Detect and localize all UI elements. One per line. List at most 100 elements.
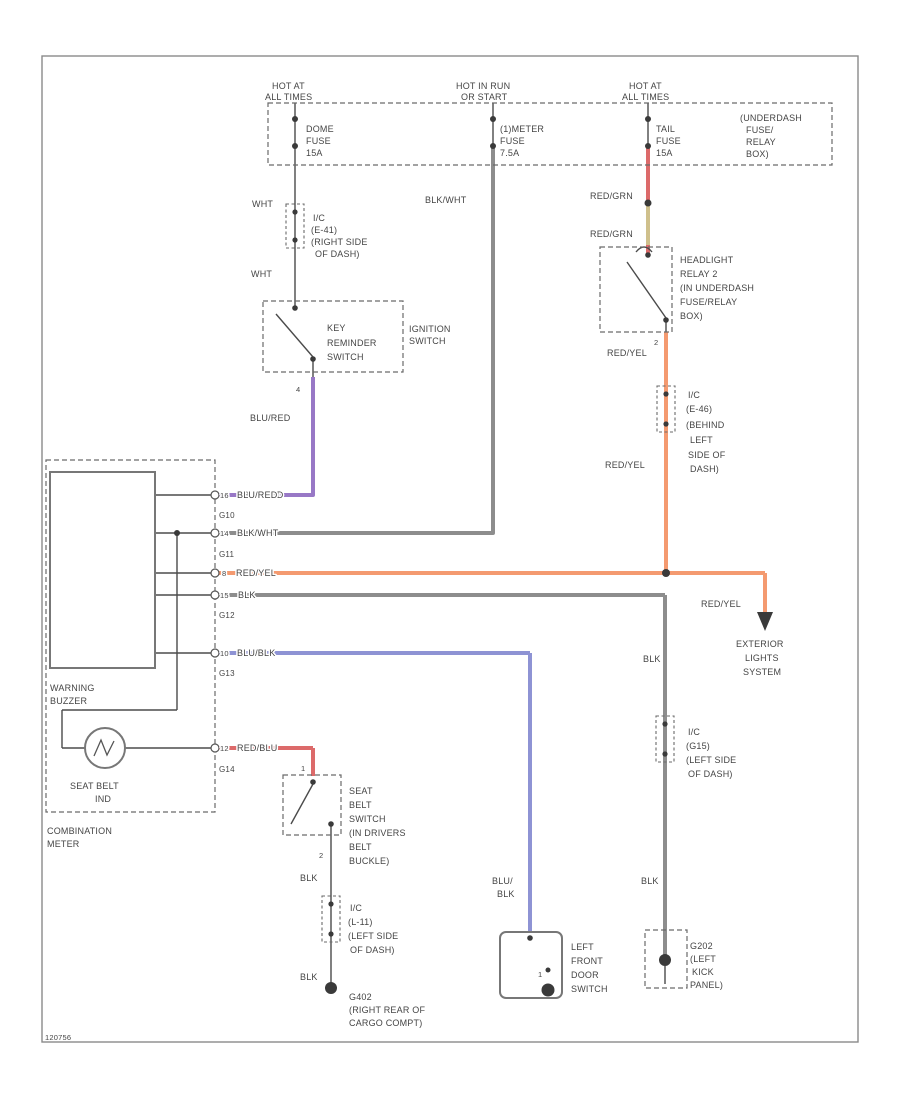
switch-terminal-dots (292, 252, 669, 973)
connector-label: OF DASH) (350, 945, 395, 955)
connector-label: I/C (350, 903, 362, 913)
pin-number: 15 (220, 591, 229, 600)
component-label: WARNING (50, 683, 95, 693)
component-label: FRONT (571, 956, 603, 966)
hot-label: HOT AT (272, 81, 305, 91)
pin-number: 8 (222, 569, 226, 578)
wire-label: BLU/BLK (237, 648, 275, 658)
wire-label: RED/YEL (605, 460, 645, 470)
warning-buzzer-body (49, 471, 156, 669)
pin-number: 4 (296, 385, 300, 394)
circuit-lines (61, 103, 667, 986)
connector-id: G10 (219, 511, 235, 520)
system-link-label: LIGHTS (745, 653, 779, 663)
relay-arm (626, 246, 667, 332)
component-label: RELAY 2 (680, 269, 718, 279)
fuse-box-label: RELAY (746, 137, 776, 147)
arrow-down-icon (757, 612, 773, 631)
wire-label: RED/YEL (701, 599, 741, 609)
ground-icon (325, 954, 671, 997)
wire-label: RED/YEL (607, 348, 647, 358)
component-label: HEADLIGHT (680, 255, 734, 265)
system-link-label: SYSTEM (743, 667, 781, 677)
wire-label: BLK (643, 654, 661, 664)
ground-label: (LEFT (690, 954, 716, 964)
wire-red-blu (219, 746, 315, 776)
ground-g202-box (644, 929, 688, 989)
fuse-label: DOME (306, 124, 334, 134)
wire-red-yel (219, 332, 767, 613)
connector-l11-box (321, 895, 341, 943)
component-label: SEAT (349, 786, 373, 796)
fuse-label: FUSE (500, 136, 525, 146)
fuse-amps: 7.5A (500, 148, 519, 158)
component-label: METER (47, 839, 80, 849)
meter-pin-circles (210, 490, 220, 753)
connector-g15-box (655, 715, 675, 763)
component-label: IGNITION (409, 324, 451, 334)
pin-number: 1 (301, 764, 305, 773)
fuse-label: FUSE (656, 136, 681, 146)
page-border (41, 55, 859, 1043)
component-label: REMINDER (327, 338, 377, 348)
component-label: KEY (327, 323, 346, 333)
component-label: SWITCH (349, 814, 386, 824)
fuse-label: (1)METER (500, 124, 544, 134)
headlight-relay-box (599, 246, 673, 333)
connector-label: (L-11) (348, 917, 373, 927)
connector-label: LEFT (690, 435, 713, 445)
pin-number: 16 (220, 491, 229, 500)
fuse-label: TAIL (656, 124, 675, 134)
fuse-label: FUSE (306, 136, 331, 146)
hot-label: HOT IN RUN (456, 81, 510, 91)
component-label: SWITCH (327, 352, 364, 362)
component-label: BELT (349, 842, 372, 852)
connector-label: (LEFT SIDE (348, 931, 398, 941)
component-label: LEFT (571, 942, 594, 952)
hot-label: ALL TIMES (265, 92, 312, 102)
indicator-lamp-icon (84, 727, 126, 769)
fuse-box-label: FUSE/ (746, 125, 774, 135)
component-label: BUZZER (50, 696, 88, 706)
ground-label: KICK (692, 967, 714, 977)
connector-e46-box (656, 385, 676, 433)
connector-label: OF DASH) (688, 769, 733, 779)
combination-meter-box (45, 459, 216, 813)
wire-blk-wht (219, 148, 495, 535)
connector-label: (E-46) (686, 404, 712, 414)
pin-number: 1 (538, 970, 542, 979)
ground-label: CARGO COMPT) (349, 1018, 422, 1028)
wire-label: BLK (497, 889, 515, 899)
wire-blu-red (219, 377, 315, 497)
fuse-box-label: BOX) (746, 149, 769, 159)
connector-label: (G15) (686, 741, 710, 751)
wire-label: RED/GRN (590, 191, 633, 201)
ground-label: G202 (690, 941, 713, 951)
connector-label: (BEHIND (686, 420, 725, 430)
wire-label: BLU/RED (250, 413, 291, 423)
component-label: COMBINATION (47, 826, 112, 836)
connector-label: I/C (688, 390, 700, 400)
wire-blu-blk (219, 651, 532, 932)
connector-label: OF DASH) (315, 249, 360, 259)
connector-label: DASH) (690, 464, 719, 474)
fuse-icon (292, 116, 651, 149)
labels: HOT AT ALL TIMES HOT IN RUN OR START HOT… (45, 81, 803, 1042)
hot-label: OR START (461, 92, 508, 102)
wire-label: BLU/ (492, 876, 513, 886)
system-link-label: EXTERIOR (736, 639, 784, 649)
seat-belt-switch-box (282, 774, 342, 836)
wire-label: BLK (300, 972, 318, 982)
connector-label: SIDE OF (688, 450, 726, 460)
connector-e41-box (285, 203, 305, 249)
component-label: (IN UNDERDASH (680, 283, 754, 293)
wire-label: BLK/WHT (237, 528, 279, 538)
fuse-box-label: (UNDERDASH (740, 113, 802, 123)
diagram-code: 120756 (45, 1033, 71, 1042)
component-label: SWITCH (409, 336, 446, 346)
junction-dots (174, 199, 670, 577)
component-label: BUCKLE) (349, 856, 389, 866)
wire-label: RED/BLU (237, 743, 277, 753)
